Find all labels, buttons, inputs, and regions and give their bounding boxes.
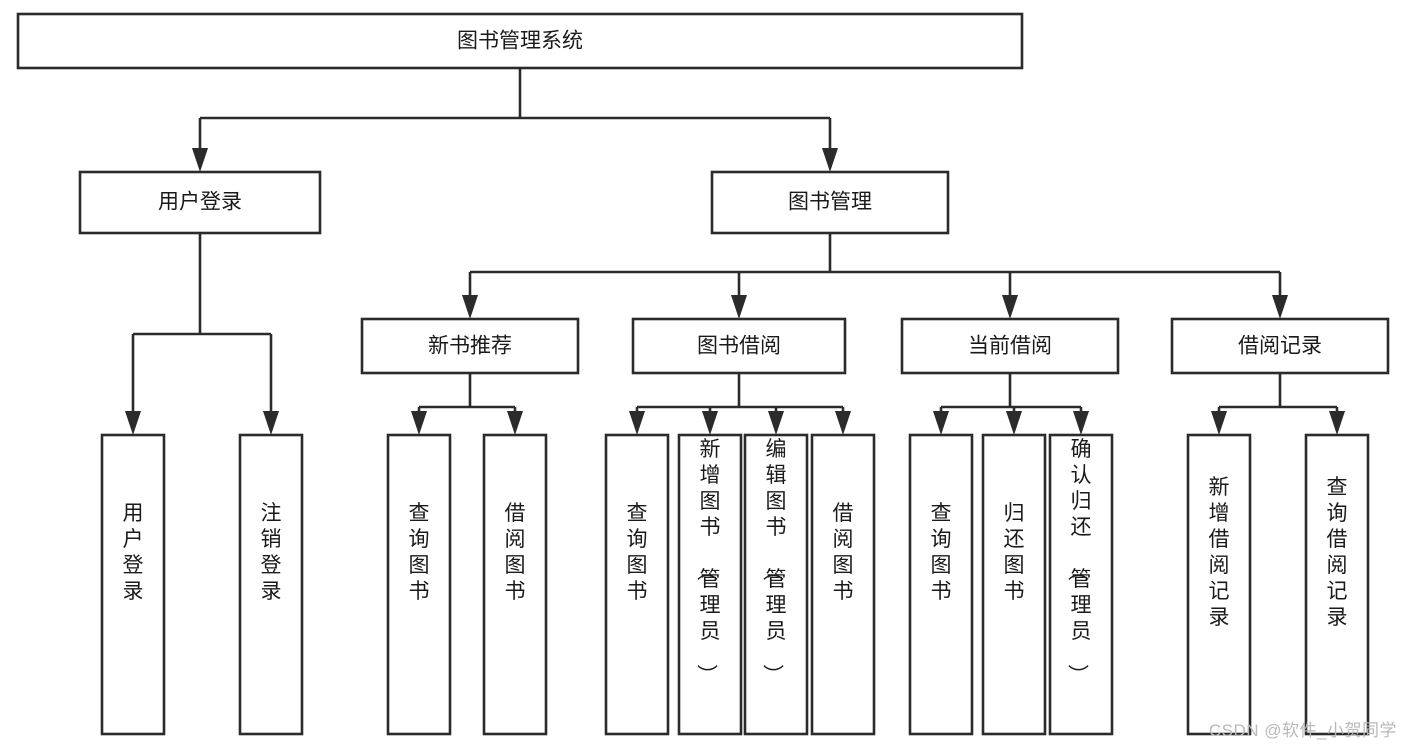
node-leaf-edit-book-admin-box[interactable] — [743, 433, 809, 736]
node-leaf-user-logout-label: 注销登录 — [261, 502, 282, 603]
node-current-borrow-box[interactable] — [900, 317, 1120, 375]
node-leaf-query-borrow-record-box[interactable] — [1304, 433, 1370, 736]
node-user-login[interactable]: 用户登录 — [78, 170, 322, 235]
node-leaf-borrow-book-2[interactable]: 借阅图书 — [810, 433, 876, 736]
node-leaf-query-book-1[interactable]: 查询图书 — [386, 433, 452, 736]
connector-layer — [125, 68, 1345, 435]
node-leaf-user-login[interactable]: 用户登录 — [100, 433, 166, 736]
node-leaf-query-book-3-label: 查询图书 — [931, 502, 952, 603]
node-leaf-confirm-return-admin[interactable]: 确认归还（管理员） — [1048, 433, 1114, 736]
node-current-borrow-label: 当前借阅 — [968, 335, 1052, 358]
node-leaf-add-borrow-record-box[interactable] — [1186, 433, 1252, 736]
node-root[interactable]: 图书管理系统 — [16, 12, 1024, 70]
node-leaf-return-book-label: 归还图书 — [1004, 502, 1025, 603]
node-borrow-record-label: 借阅记录 — [1238, 335, 1322, 358]
node-leaf-borrow-book-2-box[interactable] — [810, 433, 876, 736]
arrow-head-book-borrow — [731, 295, 747, 319]
node-book-manage[interactable]: 图书管理 — [710, 170, 950, 235]
arrow-head-leaf-return-book — [1006, 411, 1022, 435]
node-leaf-query-book-2-label: 查询图书 — [627, 502, 648, 603]
node-leaf-user-login-label: 用户登录 — [123, 502, 144, 603]
leaf-layer: 用户登录 注销登录 查询图书 借阅图书 查询图书 新增图书（管理员） — [100, 433, 1370, 736]
node-leaf-add-book-admin-label: 新增图书（管理员） — [695, 438, 721, 685]
node-leaf-borrow-book-1-box[interactable] — [482, 433, 548, 736]
node-root-box[interactable] — [16, 12, 1024, 70]
node-leaf-query-borrow-record-label: 查询借阅记录 — [1327, 476, 1348, 629]
node-leaf-query-book-3[interactable]: 查询图书 — [908, 433, 974, 736]
node-leaf-user-login-box[interactable] — [100, 433, 166, 736]
arrow-head-leaf-query-borrow-record — [1329, 411, 1345, 435]
node-leaf-return-book-box[interactable] — [981, 433, 1047, 736]
node-leaf-add-book-admin[interactable]: 新增图书（管理员） — [677, 433, 743, 736]
arrow-head-leaf-confirm-return-admin — [1073, 411, 1089, 435]
node-book-borrow[interactable]: 图书借阅 — [631, 317, 847, 375]
node-new-book-rec[interactable]: 新书推荐 — [360, 317, 580, 375]
csdn-watermark: CSDN @软件_小贺同学 — [1208, 721, 1397, 740]
node-new-book-rec-box[interactable] — [360, 317, 580, 375]
node-book-manage-label: 图书管理 — [788, 191, 872, 214]
node-leaf-add-borrow-record-label: 新增借阅记录 — [1209, 476, 1230, 629]
arrow-head-leaf-edit-book-admin — [768, 411, 784, 435]
node-leaf-query-book-1-label: 查询图书 — [409, 502, 430, 603]
arrow-head-leaf-borrow-book-1 — [507, 411, 523, 435]
node-book-manage-box[interactable] — [710, 170, 950, 235]
arrow-head-new-book-rec — [462, 295, 478, 319]
node-book-borrow-label: 图书借阅 — [697, 335, 781, 358]
node-leaf-query-book-3-box[interactable] — [908, 433, 974, 736]
node-leaf-query-book-1-box[interactable] — [386, 433, 452, 736]
node-leaf-return-book[interactable]: 归还图书 — [981, 433, 1047, 736]
node-leaf-query-book-2-box[interactable] — [604, 433, 670, 736]
arrow-head-leaf-user-login — [125, 411, 141, 435]
node-user-login-box[interactable] — [78, 170, 322, 235]
node-leaf-edit-book-admin[interactable]: 编辑图书（管理员） — [743, 433, 809, 736]
node-leaf-confirm-return-admin-box[interactable] — [1048, 433, 1114, 736]
arrow-head-leaf-query-book-2 — [629, 411, 645, 435]
arrow-head-leaf-borrow-book-2 — [835, 411, 851, 435]
arrow-head-book-manage — [822, 148, 838, 172]
node-leaf-edit-book-admin-label: 编辑图书（管理员） — [761, 438, 787, 685]
node-leaf-borrow-book-2-label: 借阅图书 — [833, 502, 854, 603]
node-leaf-confirm-return-admin-label: 确认归还（管理员） — [1066, 438, 1092, 685]
node-leaf-add-book-admin-box[interactable] — [677, 433, 743, 736]
node-user-login-label: 用户登录 — [158, 191, 242, 214]
node-leaf-user-logout[interactable]: 注销登录 — [238, 433, 304, 736]
node-book-borrow-box[interactable] — [631, 317, 847, 375]
node-leaf-add-borrow-record[interactable]: 新增借阅记录 — [1186, 433, 1252, 736]
node-new-book-rec-label: 新书推荐 — [428, 335, 512, 358]
arrow-head-leaf-user-logout — [263, 411, 279, 435]
node-leaf-query-book-2[interactable]: 查询图书 — [604, 433, 670, 736]
node-root-label: 图书管理系统 — [457, 30, 583, 53]
node-leaf-user-logout-box[interactable] — [238, 433, 304, 736]
node-leaf-borrow-book-1-label: 借阅图书 — [505, 502, 526, 603]
arrow-head-leaf-add-book-admin — [702, 411, 718, 435]
arrow-head-borrow-record — [1272, 295, 1288, 319]
node-borrow-record[interactable]: 借阅记录 — [1170, 317, 1390, 375]
node-current-borrow[interactable]: 当前借阅 — [900, 317, 1120, 375]
arrow-head-current-borrow — [1002, 295, 1018, 319]
node-leaf-borrow-book-1[interactable]: 借阅图书 — [482, 433, 548, 736]
arrow-head-leaf-add-borrow-record — [1211, 411, 1227, 435]
arrow-head-leaf-query-book-3 — [933, 411, 949, 435]
node-borrow-record-box[interactable] — [1170, 317, 1390, 375]
arrow-head-leaf-query-book-1 — [411, 411, 427, 435]
arrow-head-user-login — [192, 148, 208, 172]
node-leaf-query-borrow-record[interactable]: 查询借阅记录 — [1304, 433, 1370, 736]
